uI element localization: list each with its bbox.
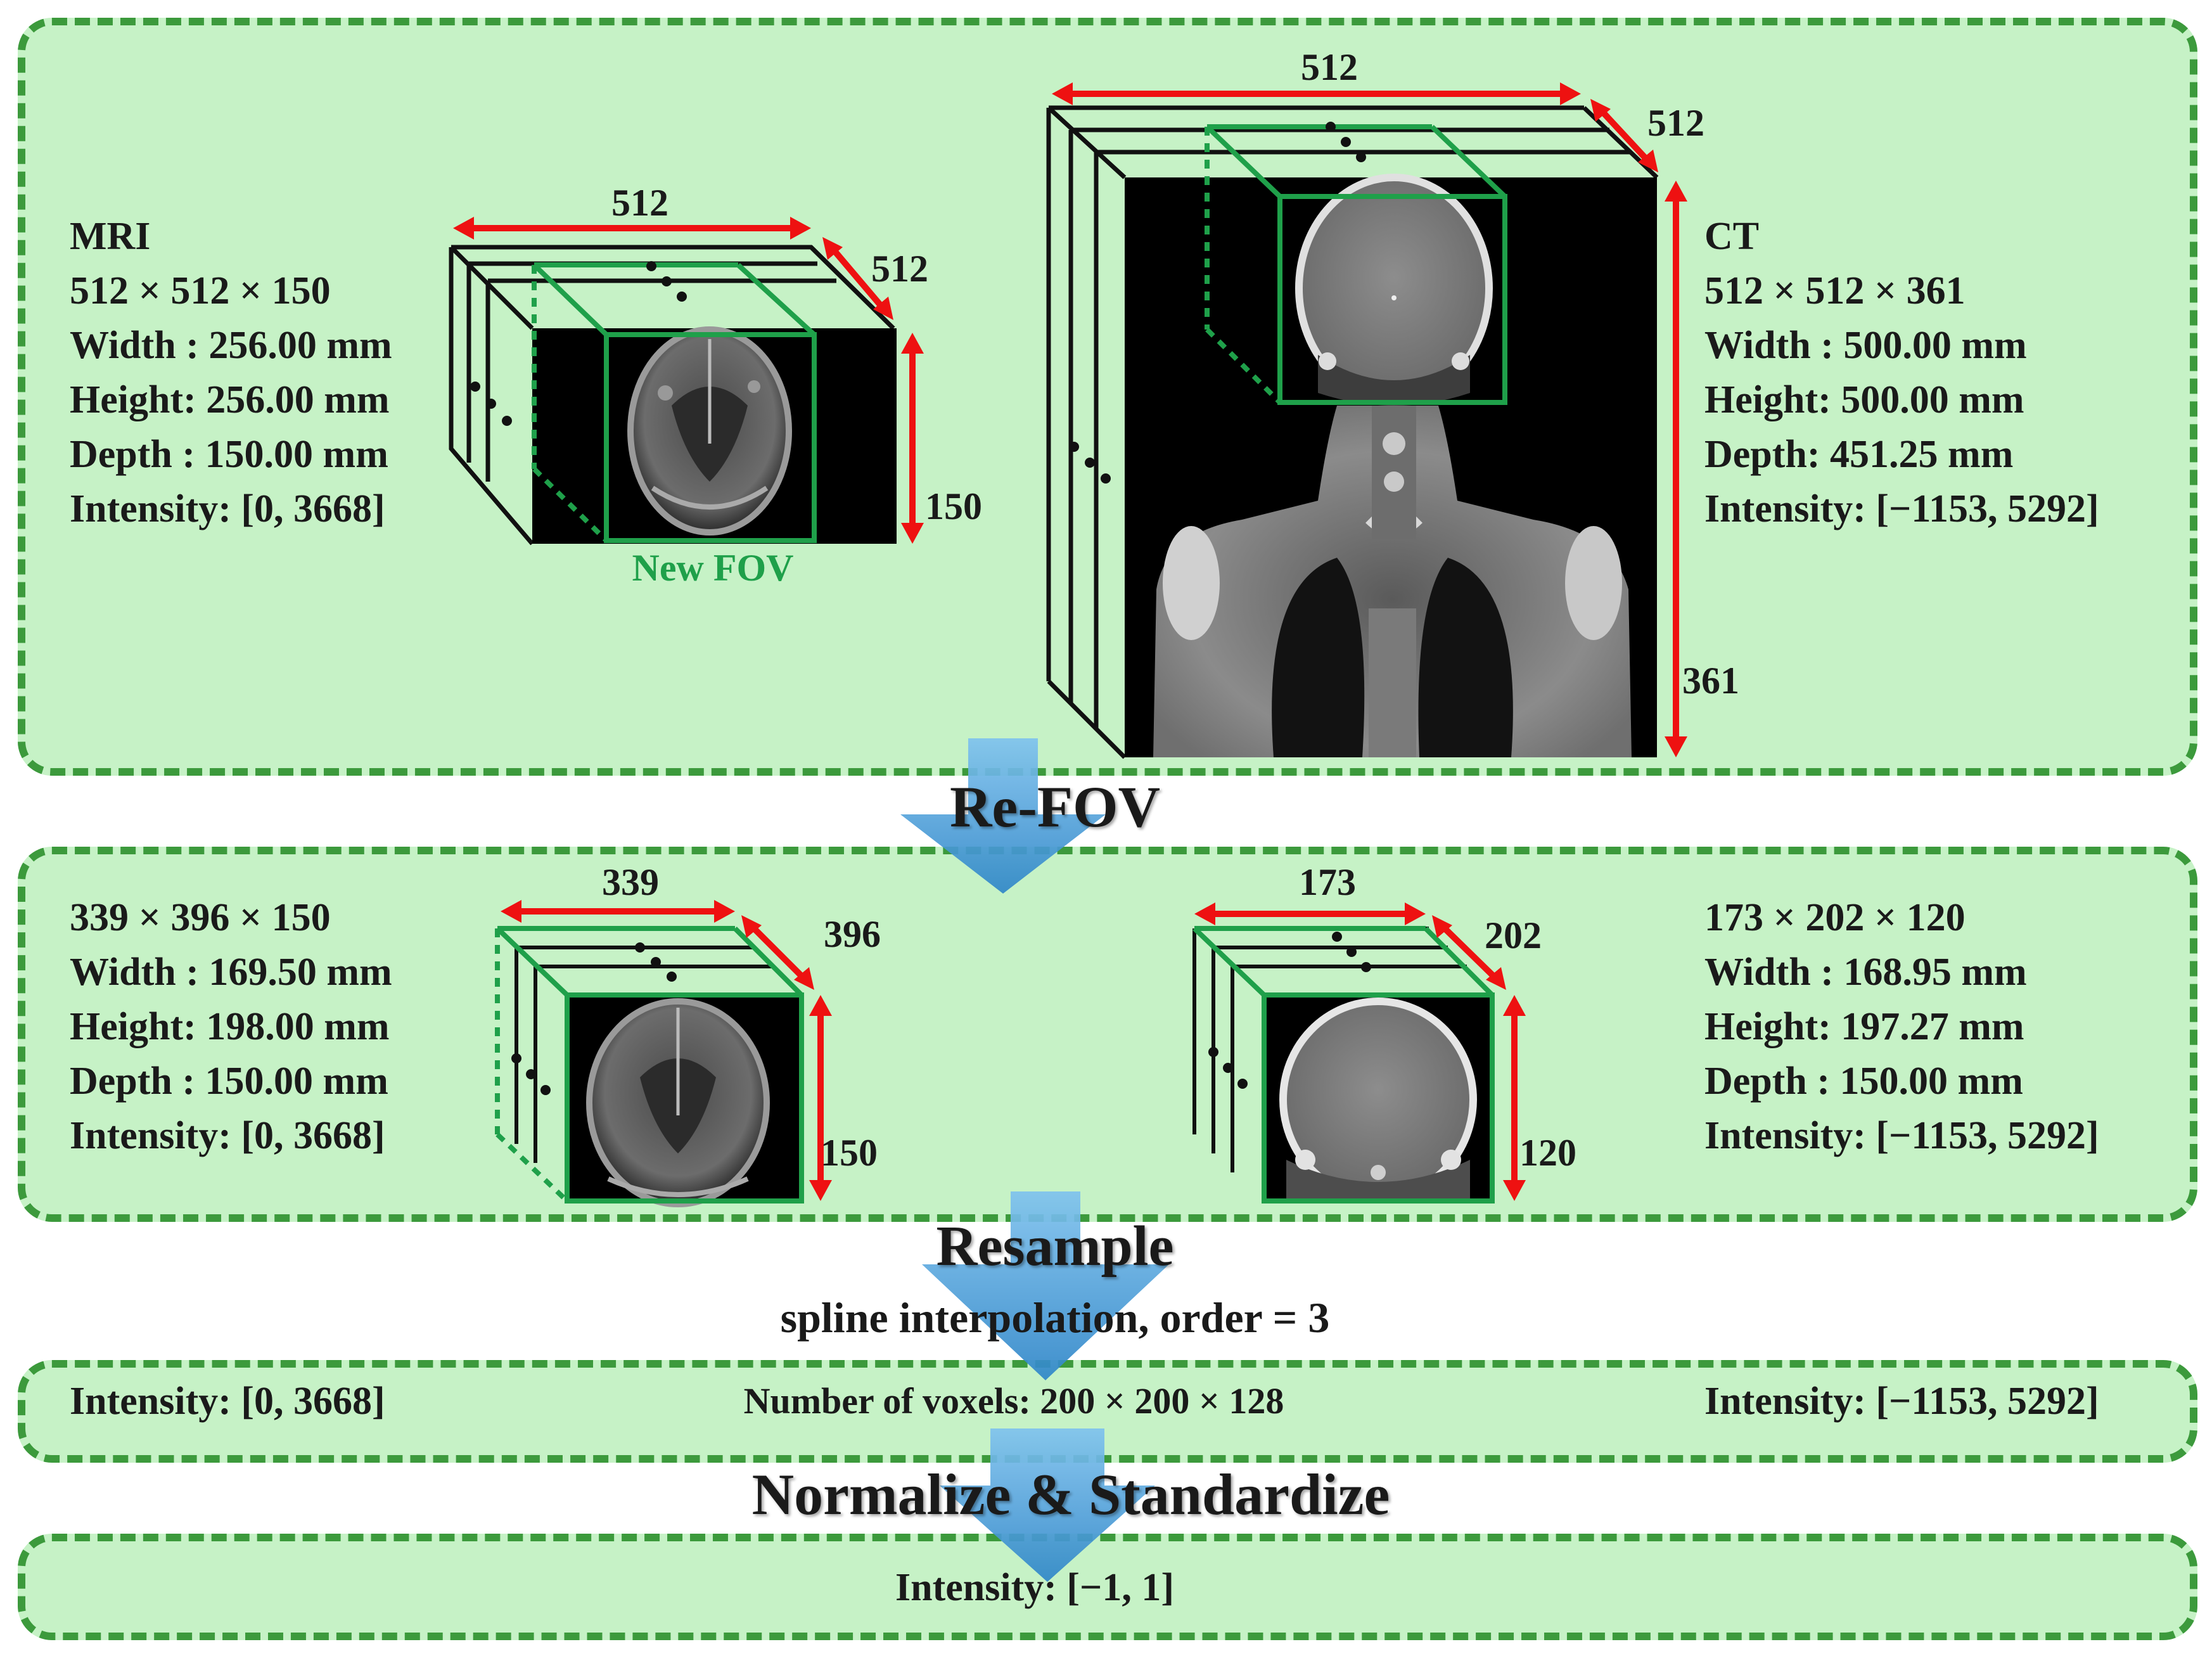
ct-refov-height: Height: 197.27 mm (1704, 1005, 2024, 1048)
mri-new-fov-label: New FOV (632, 547, 794, 589)
mri-refov-dim-width-label: 339 (602, 861, 659, 903)
mri-height: Height: 256.00 mm (70, 378, 390, 421)
ct-head-image (1295, 174, 1493, 406)
resampled-mri-intensity: Intensity: [0, 3668] (70, 1380, 385, 1423)
ct-height: Height: 500.00 mm (1704, 378, 2024, 421)
mri-refov-size: 339 × 396 × 150 (70, 896, 331, 939)
ct-dim-depth-label: 512 (1647, 102, 1704, 144)
step-refov-label: Re-FOV (949, 774, 1161, 839)
mri-slice-dots (470, 261, 687, 426)
step-arrow-resample (922, 1191, 1169, 1380)
step-normalize-label: Normalize & Standardize (751, 1462, 1390, 1527)
step-resample-label: Resample (936, 1215, 1174, 1278)
ct-refov-dim-depth-label: 202 (1485, 915, 1542, 956)
mri-width: Width : 256.00 mm (70, 324, 392, 367)
panel-refov (18, 847, 2197, 1222)
ct-slice-dots (1069, 122, 1366, 484)
panel-original (18, 18, 2197, 776)
ct-size: 512 × 512 × 361 (1704, 269, 1966, 312)
mri-refov-dim-height-label: 150 (821, 1132, 878, 1174)
step-arrow-normalize (940, 1428, 1155, 1582)
resampled-ct-intensity: Intensity: [−1153, 5292] (1704, 1380, 2099, 1423)
step-arrow-refov (900, 738, 1106, 894)
ct-body-image (1153, 406, 1632, 757)
mri-dim-width-label: 512 (611, 182, 668, 224)
mri-refov-dim-depth-label: 396 (824, 913, 881, 955)
mri-refov-intensity: Intensity: [0, 3668] (70, 1114, 385, 1157)
ct-depth: Depth: 451.25 mm (1704, 433, 2014, 476)
mri-info-original: MRI 512 × 512 × 150 Width : 256.00 mm He… (70, 209, 392, 536)
mri-refov-height: Height: 198.00 mm (70, 1005, 390, 1048)
mri-dim-depth-label: 512 (871, 248, 928, 290)
mri-volume-refov (495, 900, 832, 1207)
step-resample-sublabel: spline interpolation, order = 3 (780, 1293, 1330, 1342)
ct-info-refov: 173 × 202 × 120 Width : 168.95 mm Height… (1704, 890, 2099, 1163)
final-intensity: Intensity: [−1, 1] (895, 1566, 1175, 1609)
mri-depth: Depth : 150.00 mm (70, 433, 388, 476)
ct-volume-original (1046, 105, 1659, 759)
mri-title: MRI (70, 215, 151, 258)
ct-info-original: CT 512 × 512 × 361 Width : 500.00 mm Hei… (1704, 209, 2099, 536)
ct-title: CT (1704, 215, 1760, 258)
panel-resampled (18, 1360, 2197, 1463)
ct-refov-depth: Depth : 150.00 mm (1704, 1060, 2023, 1103)
resampled-voxel-count: Number of voxels: 200 × 200 × 128 (743, 1380, 1284, 1422)
mri-intensity: Intensity: [0, 3668] (70, 487, 385, 530)
ct-dim-width-label: 512 (1301, 46, 1358, 88)
mri-dim-height-label: 150 (925, 485, 982, 527)
ct-refov-dim-height-label: 120 (1519, 1132, 1576, 1174)
mri-size: 512 × 512 × 150 (70, 269, 331, 312)
mri-brain-image (627, 326, 792, 536)
ct-volume-refov (1192, 902, 1526, 1203)
mri-dimension-arrows (453, 217, 924, 544)
ct-new-fov-box (1205, 124, 1507, 405)
ct-dim-height-label: 361 (1682, 660, 1739, 702)
mri-refov-width: Width : 169.50 mm (70, 951, 392, 994)
ct-refov-size: 173 × 202 × 120 (1704, 896, 1966, 939)
ct-refov-dim-width-label: 173 (1299, 861, 1356, 903)
mri-new-fov-box (532, 262, 817, 543)
ct-dimension-arrows (1052, 82, 1687, 757)
ct-width: Width : 500.00 mm (1704, 324, 2027, 367)
mri-refov-depth: Depth : 150.00 mm (70, 1060, 388, 1103)
mri-info-refov: 339 × 396 × 150 Width : 169.50 mm Height… (70, 890, 392, 1163)
panel-normalized (18, 1534, 2197, 1640)
ct-refov-intensity: Intensity: [−1153, 5292] (1704, 1114, 2099, 1157)
ct-refov-width: Width : 168.95 mm (1704, 951, 2027, 994)
ct-intensity: Intensity: [−1153, 5292] (1704, 487, 2099, 530)
